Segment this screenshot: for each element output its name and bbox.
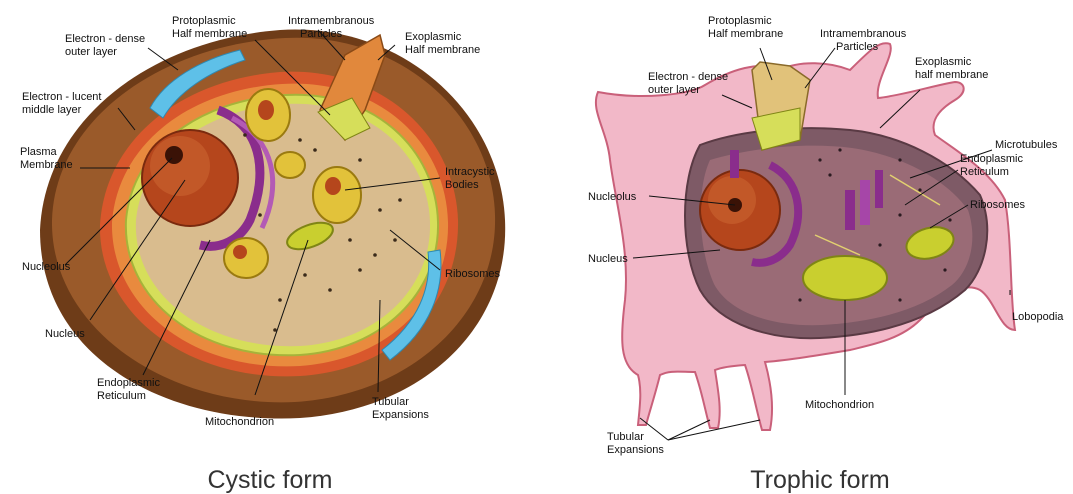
cyst-vesicle-4-core [233, 245, 247, 259]
cyst-nucleolus [165, 146, 183, 164]
trophic-label-microtubules: Microtubules [995, 139, 1058, 151]
cystic-label-nucleolus: Nucleolus [22, 261, 71, 273]
trophic-label-exoplasmic: Exoplasmic half membrane [915, 56, 988, 81]
trophic-label-endoplasmic: Endoplasmic Reticulum [960, 153, 1026, 178]
cyst-vesicle-4 [224, 238, 268, 278]
cystic-label-tubular: Tubular Expansions [372, 396, 429, 421]
cystic-label-electron-dense: Electron - dense outer layer [65, 33, 148, 58]
trophic-label-nucleolus: Nucleolus [588, 191, 637, 203]
cyst-vesicle-3-core [325, 177, 341, 195]
trophic-mitochondrion-large [803, 256, 887, 300]
trophic-er-stack-1 [730, 150, 739, 178]
cystic-label-exoplasmic: Exoplasmic Half membrane [405, 31, 480, 56]
cystic-label-nucleus: Nucleus [45, 328, 85, 340]
trophic-er-stack-3 [860, 180, 870, 225]
trophic-label-lobopodia: Lobopodia [1012, 311, 1064, 323]
trophic-er-stack-2 [845, 190, 855, 230]
trophic-label-ribosomes: Ribosomes [970, 199, 1026, 211]
cyst-vesicle-2 [275, 152, 305, 178]
trophic-label-tubular: Tubular Expansions [607, 431, 664, 456]
cystic-label-ribosomes: Ribosomes [445, 268, 501, 280]
cystic-form-caption: Cystic form [208, 466, 333, 494]
trophic-label-protoplasmic: Protoplasmic Half membrane [708, 15, 783, 40]
cystic-label-mitochondrion: Mitochondrion [205, 416, 274, 428]
trophic-label-mitochondrion: Mitochondrion [805, 399, 874, 411]
cystic-form-illustration [40, 29, 505, 418]
cystic-label-intramembranous: Intramembranous Particles [288, 15, 377, 40]
trophic-form-illustration [596, 43, 1015, 430]
trophic-label-intramembranous: Intramembranous Particles [820, 28, 909, 53]
cystic-label-protoplasmic: Protoplasmic Half membrane [172, 15, 247, 40]
trophic-form-caption: Trophic form [750, 466, 889, 494]
trophic-label-nucleus: Nucleus [588, 253, 628, 265]
cyst-vesicle-1-core [258, 100, 274, 120]
trophic-er-stack-4 [875, 170, 883, 208]
cyst-vesicle-3 [313, 167, 361, 223]
